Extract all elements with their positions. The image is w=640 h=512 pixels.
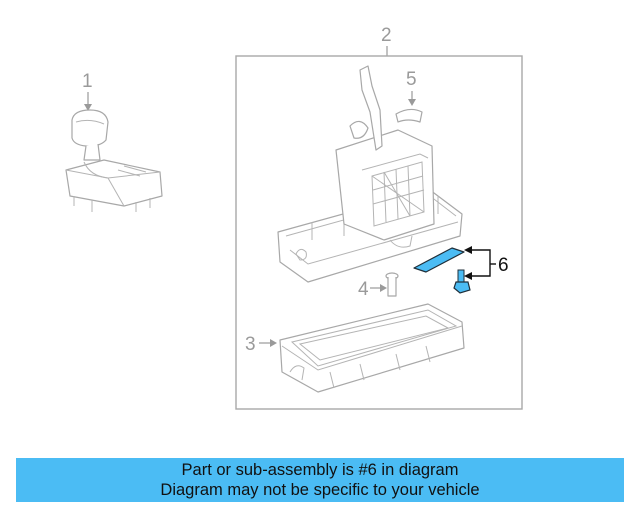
part-6-bracket (413, 247, 465, 273)
part-5-seal (395, 108, 423, 123)
shift-knob-assembly: 1 (65, 71, 163, 212)
callout-1: 1 (82, 71, 93, 92)
parts-diagram: 1 2 (65, 25, 523, 410)
callout-5: 5 (406, 69, 417, 90)
banner-line-2: Diagram may not be specific to your vehi… (160, 481, 480, 499)
callout-4: 4 (358, 279, 369, 300)
part-3-housing (279, 303, 465, 393)
shifter-assembly: 2 5 4 (235, 25, 523, 410)
callout-2: 2 (381, 25, 392, 46)
callout-3: 3 (245, 334, 256, 355)
callout-6: 6 (498, 255, 509, 276)
part-6-bolt (453, 269, 471, 294)
info-banner: Part or sub-assembly is #6 in diagram Di… (16, 458, 624, 502)
part-4-pin (385, 272, 399, 297)
callout-6-leader (464, 246, 496, 280)
part-6-highlighted (413, 247, 471, 294)
banner-line-1: Part or sub-assembly is #6 in diagram (181, 461, 459, 479)
assembly-frame (235, 55, 523, 410)
